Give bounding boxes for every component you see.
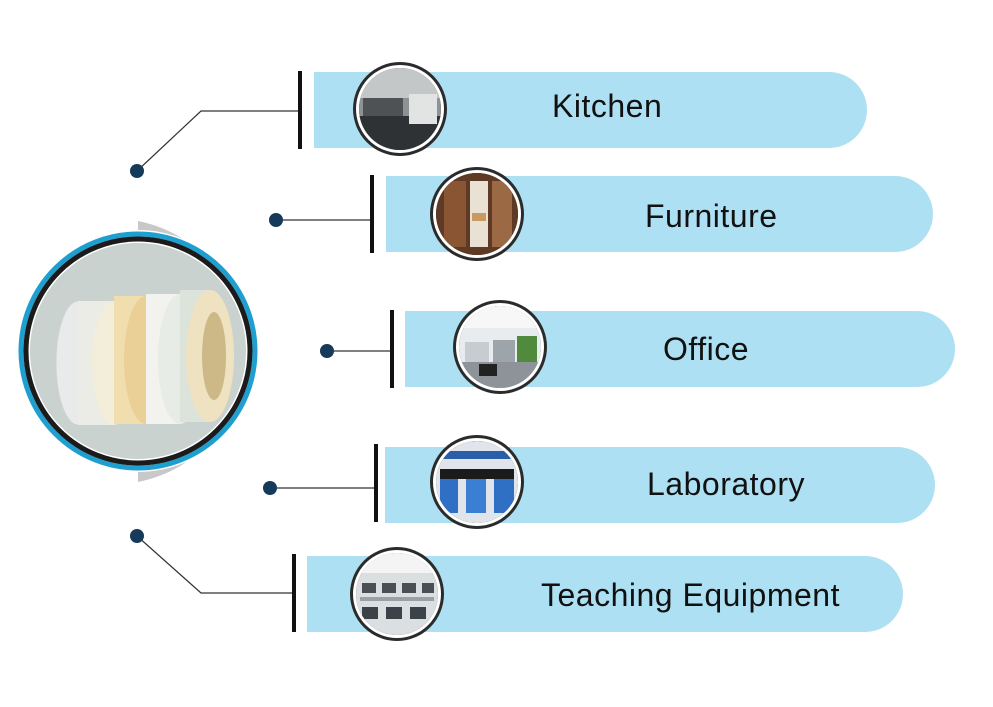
label-kitchen: Kitchen: [552, 88, 663, 124]
dot-kitchen: [130, 164, 144, 178]
dot-laboratory: [263, 481, 277, 495]
label-office: Office: [663, 331, 749, 367]
furniture-photo: [433, 170, 521, 258]
label-furniture: Furniture: [645, 198, 778, 234]
pill-bar-office: [390, 310, 394, 388]
central-product-image: [18, 221, 259, 482]
label-laboratory: Laboratory: [647, 466, 805, 502]
dot-furniture: [269, 213, 283, 227]
dot-teaching: [130, 529, 144, 543]
laboratory-photo: [433, 438, 521, 526]
pill-bar-kitchen: [298, 71, 302, 149]
label-teaching-equipment: Teaching Equipment: [541, 577, 840, 613]
kitchen-photo: [356, 65, 444, 153]
dot-office: [320, 344, 334, 358]
office-photo: [456, 303, 544, 391]
pill-bar-furniture: [370, 175, 374, 253]
connector-kitchen: [136, 110, 300, 172]
classroom-photo: [353, 550, 441, 638]
connector-teaching: [136, 535, 296, 594]
pill-bar-teaching: [292, 554, 296, 632]
pill-bar-laboratory: [374, 444, 378, 522]
